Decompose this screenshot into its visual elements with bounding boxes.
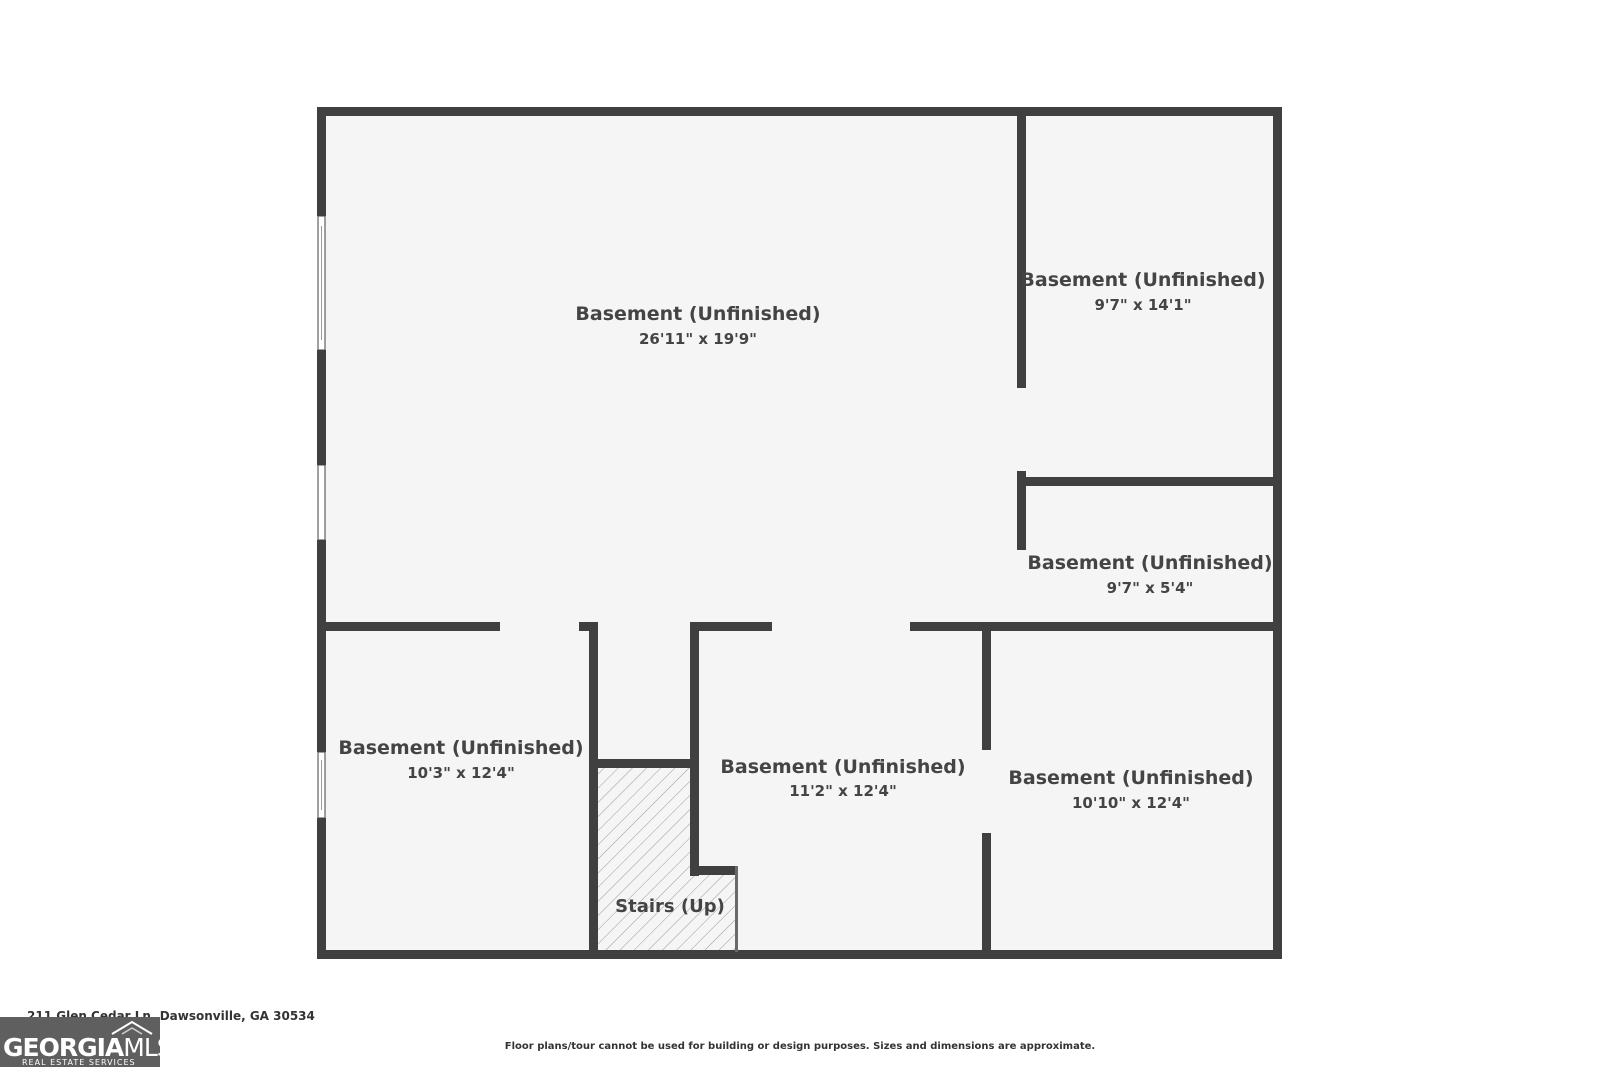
room-name: Basement (Unfinished) <box>720 756 965 778</box>
wall-hall-left <box>589 622 598 959</box>
wall-mid-1 <box>317 622 500 631</box>
room-name: Basement (Unfinished) <box>575 303 820 325</box>
wall-left-4 <box>317 818 326 959</box>
stairs-hatch <box>598 768 738 952</box>
room-name: Basement (Unfinished) <box>1020 269 1265 291</box>
logo-brand-light: MLS <box>123 1033 160 1062</box>
wall-hall-right <box>690 622 699 876</box>
wall-small-room-top <box>1017 477 1281 486</box>
room-name: Basement (Unfinished) <box>338 737 583 759</box>
window-2 <box>317 464 326 541</box>
logo-wordmark: GEORGIAMLS <box>3 1033 160 1062</box>
wall-stair-step <box>690 866 738 875</box>
wall-right <box>1273 107 1282 959</box>
walls <box>317 107 1282 959</box>
room-label-lower-right: Basement (Unfinished) 10'10" x 12'4" <box>1008 767 1253 812</box>
disclaimer: Floor plans/tour cannot be used for buil… <box>504 1041 1096 1052</box>
room-dimensions: 9'7" x 14'1" <box>1094 296 1191 314</box>
room-dimensions: 10'10" x 12'4" <box>1072 794 1190 812</box>
wall-mid-4 <box>910 622 1281 631</box>
wall-left-1 <box>317 107 326 216</box>
room-label-lower-middle: Basement (Unfinished) 11'2" x 12'4" <box>720 756 965 800</box>
logo-brand-bold: GEORGIA <box>3 1033 124 1062</box>
room-label-upper-right: Basement (Unfinished) 9'7" x 14'1" <box>1020 269 1265 314</box>
house-roof-icon <box>111 1020 153 1035</box>
stairs-label: Stairs (Up) <box>615 896 725 917</box>
wall-mid-3 <box>690 622 772 631</box>
wall-bottom <box>317 950 1281 959</box>
wall-upper-right-divider <box>1017 107 1026 388</box>
wall-lower-divider-1 <box>982 622 991 750</box>
room-dimensions: 9'7" x 5'4" <box>1107 579 1194 597</box>
wall-top <box>317 107 1281 116</box>
wall-mid-2 <box>579 622 598 631</box>
room-label-lower-left: Basement (Unfinished) 10'3" x 12'4" <box>338 737 583 782</box>
wall-lower-divider-2 <box>982 833 991 959</box>
wall-stair-top <box>589 759 699 768</box>
wall-left-2 <box>317 350 326 465</box>
room-dimensions: 26'11" x 19'9" <box>639 330 757 348</box>
georgia-mls-logo: GEORGIAMLS REAL ESTATE SERVICES <box>0 1017 160 1067</box>
room-label-small-right: Basement (Unfinished) 9'7" x 5'4" <box>1027 552 1272 597</box>
room-label-main: Basement (Unfinished) 26'11" x 19'9" <box>575 303 820 348</box>
room-dimensions: 11'2" x 12'4" <box>789 782 897 800</box>
logo-tagline: REAL ESTATE SERVICES <box>22 1058 136 1067</box>
room-name: Basement (Unfinished) <box>1027 552 1272 574</box>
wall-small-room-left <box>1017 471 1026 550</box>
wall-stair-right <box>735 866 738 952</box>
floor-area <box>323 114 1281 952</box>
room-dimensions: 10'3" x 12'4" <box>407 764 515 782</box>
room-name: Basement (Unfinished) <box>1008 767 1253 789</box>
wall-left-3 <box>317 540 326 752</box>
